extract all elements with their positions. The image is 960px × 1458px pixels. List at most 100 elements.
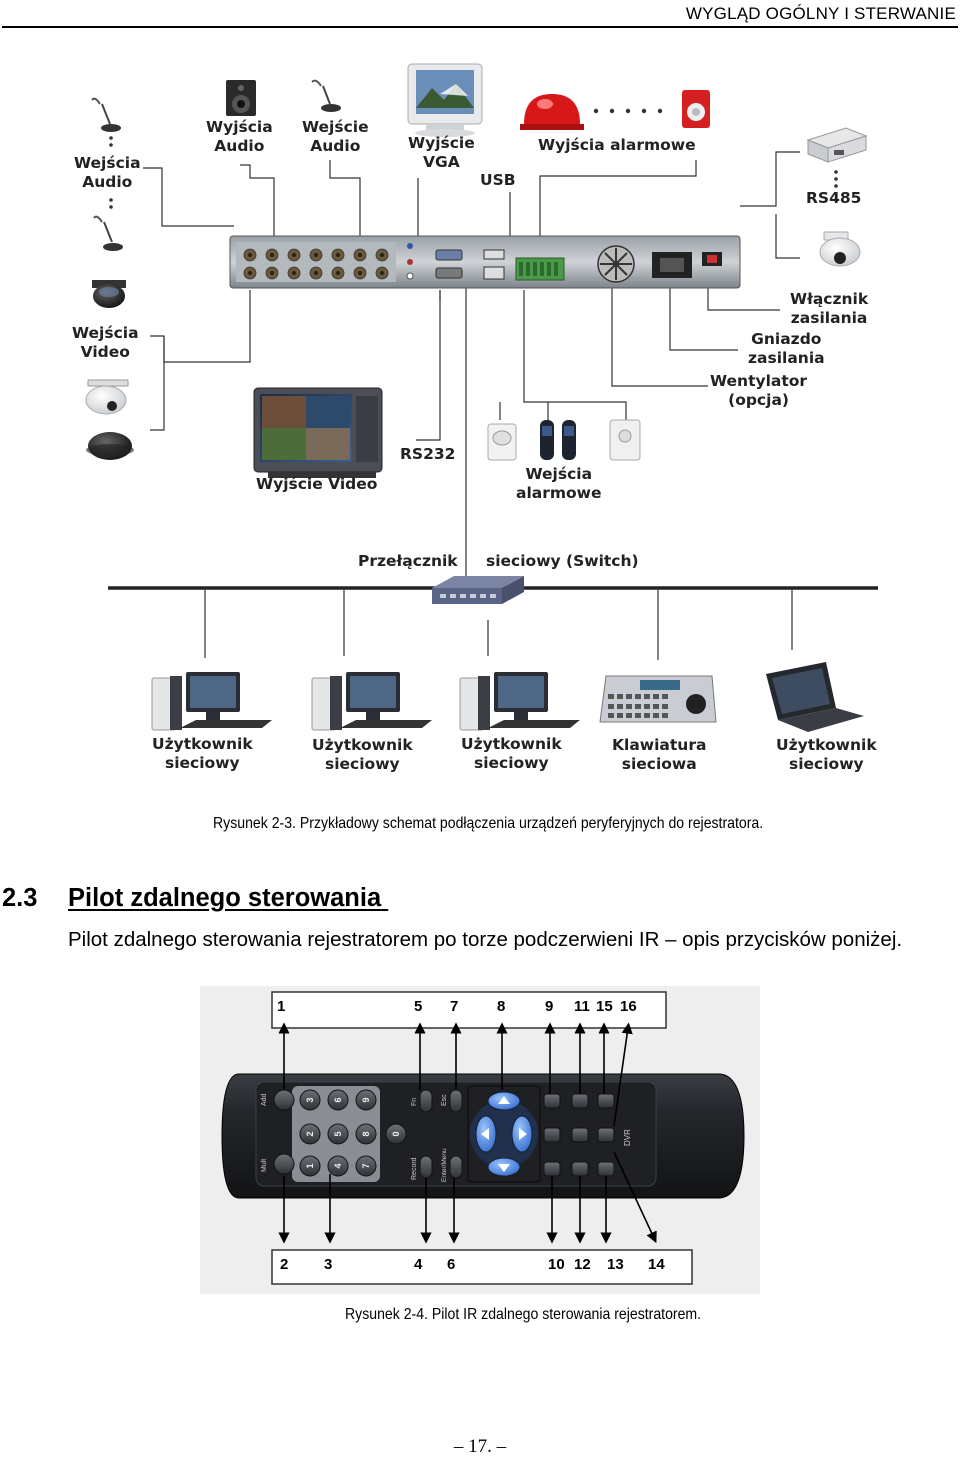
add-label: Add: [261, 1093, 268, 1106]
label-audio-inputs: Wejścia Audio: [74, 154, 141, 191]
label-vga-output: Wyjście VGA: [408, 134, 475, 171]
label-alarm-outputs: Wyjścia alarmowe: [538, 136, 696, 154]
slow-button[interactable]: [571, 1161, 589, 1177]
record-button[interactable]: [419, 1155, 433, 1179]
record-label: Record: [411, 1157, 418, 1180]
key-9-label: 9: [361, 1097, 371, 1102]
network-laptop-icon: [766, 662, 864, 732]
key-2-button[interactable]: [299, 1123, 321, 1145]
key-2-label: 2: [305, 1131, 315, 1136]
callout-bottom-14: 14: [648, 1256, 665, 1273]
key-3-label: 3: [305, 1097, 315, 1102]
pir-sensor-icon: [487, 423, 517, 461]
label-switch-left: Przełącznik: [358, 552, 458, 570]
microphone-icon: [91, 97, 121, 132]
network-keyboard-icon: [599, 675, 717, 723]
key-5-label: 5: [333, 1131, 343, 1136]
key-6-button[interactable]: [327, 1089, 349, 1111]
fn-button[interactable]: [419, 1089, 433, 1113]
callout-top-9: 9: [545, 998, 554, 1015]
callout-bottom-12: 12: [574, 1256, 591, 1273]
section-text: Pilot zdalnego sterowania rejestratorem …: [68, 928, 903, 951]
label-network-user-3: Użytkownik sieciowy: [461, 735, 562, 772]
label-rs485: RS485: [806, 189, 862, 207]
label-fan: Wentylator (opcja): [710, 372, 808, 409]
callout-bottom-4: 4: [414, 1256, 423, 1273]
fn-label: Fn: [411, 1098, 418, 1106]
dome-camera-icon: [86, 432, 134, 460]
connector-lines: [143, 151, 800, 584]
key-8-label: 8: [361, 1131, 371, 1136]
dvr-rear-panel: [229, 235, 741, 289]
key-5-button[interactable]: [327, 1123, 349, 1145]
header-rule: [2, 26, 958, 28]
dvr-label: DVR: [623, 1129, 632, 1146]
key-1-label: 1: [305, 1163, 315, 1168]
figure-caption-2-4: Rysunek 2-4. Pilot IR zdalnego sterowani…: [345, 1306, 702, 1323]
dvr-select-button[interactable]: [597, 1127, 615, 1143]
connection-diagram: [85, 63, 878, 732]
microphone-icon: [311, 79, 341, 112]
key-7-label: 7: [361, 1163, 371, 1168]
callout-bottom-13: 13: [607, 1256, 624, 1273]
callout-top-15: 15: [596, 998, 613, 1015]
mult-label: Mult: [261, 1159, 268, 1172]
section-number: 2.3: [2, 884, 38, 912]
network-pc-icon: [459, 672, 580, 731]
esc-button[interactable]: [449, 1089, 463, 1113]
figure-caption-2-3: Rysunek 2-3. Przykładowy schemat podłącz…: [213, 815, 764, 832]
running-header: WYGLĄD OGÓLNY I STERWANIE: [685, 4, 956, 23]
label-power-switch: Włącznik zasilania: [790, 290, 869, 327]
network-switch-icon: [432, 576, 524, 604]
beam-sensor-icon: [540, 420, 576, 460]
next-button[interactable]: [597, 1161, 615, 1177]
section-title: Pilot zdalnego sterowania: [68, 884, 382, 912]
key-1-button[interactable]: [299, 1155, 321, 1177]
vga-monitor-icon: [407, 63, 483, 137]
label-alarm-inputs: Wejścia alarmowe: [516, 465, 602, 502]
callout-bottom-6: 6: [447, 1256, 456, 1273]
prev-button[interactable]: [543, 1161, 561, 1177]
key-8-button[interactable]: [355, 1123, 377, 1145]
siren-icon: [682, 90, 710, 128]
label-power-socket: Gniazdo zasilania: [748, 330, 825, 367]
dome-camera-icon: [92, 280, 126, 308]
mult-button[interactable]: [273, 1153, 295, 1175]
network-pc-icon: [311, 672, 432, 731]
speaker-icon: [226, 80, 256, 116]
callout-bottom-2: 2: [280, 1256, 289, 1273]
label-audio-outputs: Wyjścia Audio: [206, 118, 273, 155]
callout-top-11: 11: [574, 998, 590, 1015]
section-heading: 2.3 Pilot zdalnego sterowania: [2, 884, 388, 913]
play-button[interactable]: [571, 1093, 589, 1109]
crt-monitor-icon: [253, 387, 383, 478]
enter-menu-button[interactable]: [449, 1155, 463, 1179]
stop-button[interactable]: [543, 1127, 561, 1143]
pause-button[interactable]: [571, 1127, 589, 1143]
rewind-button[interactable]: [543, 1093, 561, 1109]
callout-bottom-10: 10: [548, 1256, 565, 1273]
dpad: [470, 1091, 538, 1177]
key-7-button[interactable]: [355, 1155, 377, 1177]
label-audio-input-2: Wejście Audio: [302, 118, 369, 155]
key-4-label: 4: [333, 1163, 343, 1168]
callout-top-8: 8: [497, 998, 506, 1015]
key-3-button[interactable]: [299, 1089, 321, 1111]
key-9-button[interactable]: [355, 1089, 377, 1111]
callout-top-5: 5: [414, 998, 423, 1015]
callout-bottom-3: 3: [324, 1256, 333, 1273]
callout-arrows: [278, 1022, 657, 1244]
page-number: – 17. –: [453, 1436, 507, 1457]
label-video-inputs: Wejścia Video: [72, 324, 139, 361]
forward-button[interactable]: [597, 1093, 615, 1109]
callout-top-16: 16: [620, 998, 637, 1015]
add-button[interactable]: [273, 1089, 295, 1111]
callout-top-1: 1: [277, 998, 286, 1015]
microphone-icon: [93, 215, 123, 251]
label-network-keyboard: Klawiatura sieciowa: [612, 736, 707, 773]
key-0-button[interactable]: [385, 1123, 407, 1145]
key-6-label: 6: [333, 1097, 343, 1102]
key-4-button[interactable]: [327, 1155, 349, 1177]
